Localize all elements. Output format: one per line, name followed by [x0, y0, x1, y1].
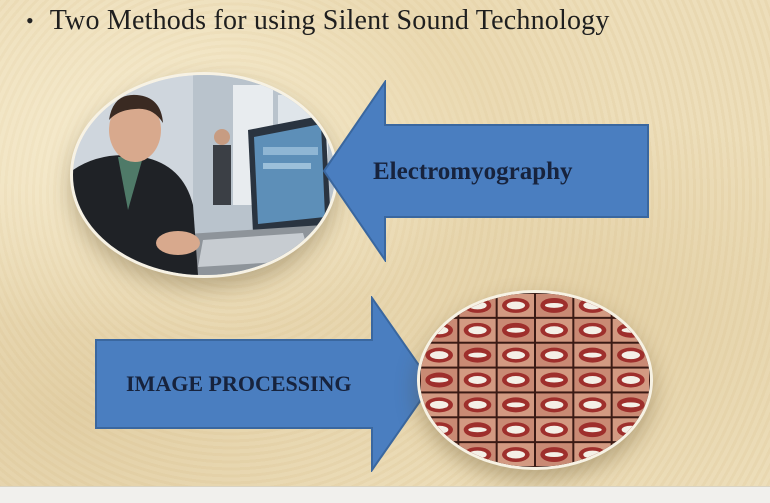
lip-reading-mouth-grid-photo [417, 290, 653, 470]
person-at-computer-photo [70, 72, 338, 278]
slide-title-row: • Two Methods for using Silent Sound Tec… [26, 4, 610, 38]
slide-canvas: • Two Methods for using Silent Sound Tec… [0, 0, 770, 486]
bottom-bar [0, 486, 770, 503]
electromyography-label: Electromyography [373, 158, 573, 185]
image-processing-label: IMAGE PROCESSING [126, 371, 352, 396]
title-bullet: • [26, 8, 34, 33]
right-arrow-shape [94, 296, 434, 472]
slide-title: Two Methods for using Silent Sound Techn… [49, 5, 610, 36]
left-arrow-shape [322, 80, 652, 262]
